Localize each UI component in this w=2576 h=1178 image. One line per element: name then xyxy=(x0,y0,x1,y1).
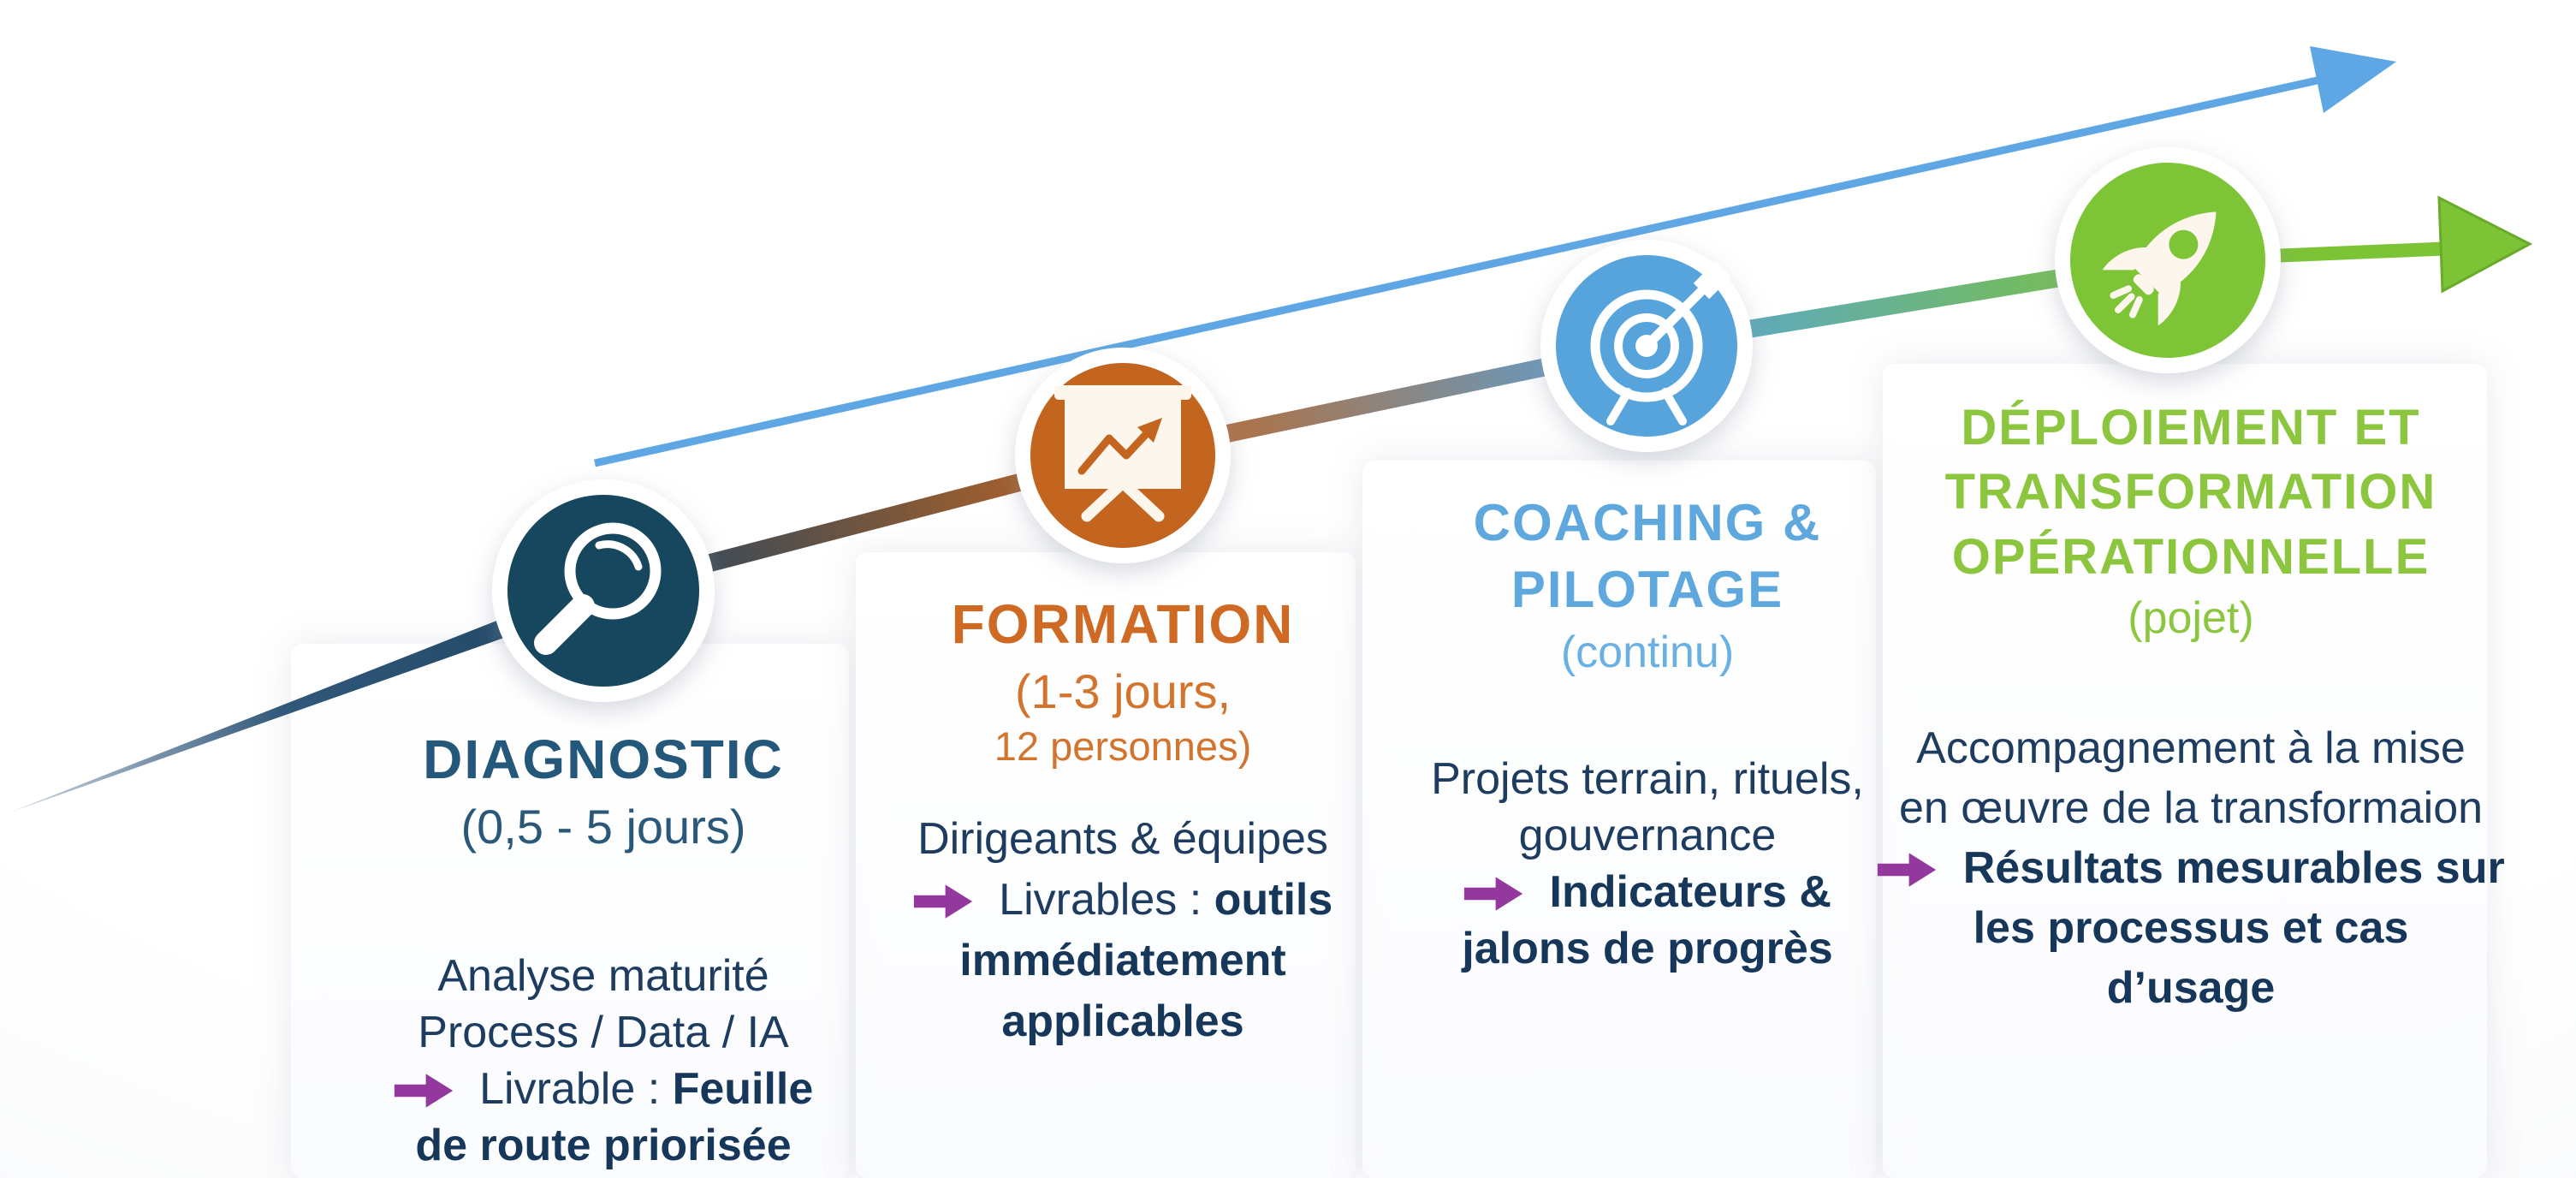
flipchart-icon xyxy=(1054,385,1191,522)
column-panel-deploiement xyxy=(1883,364,2487,1178)
body-text-bold: jalons de progrès xyxy=(1462,923,1833,973)
column-title: DIAGNOSTIC xyxy=(312,724,894,795)
column-title-line: COACHING & xyxy=(1473,494,1822,551)
main-line-tail xyxy=(12,579,603,812)
body-text: Accompagnement à la mise xyxy=(1916,723,2466,773)
body-line: Projets terrain, rituels, xyxy=(1356,751,1938,807)
body-text-bold: outils xyxy=(1214,875,1333,925)
column-title-line: OPÉRATIONNELLE xyxy=(1951,528,2431,585)
body-text-bold: de route priorisée xyxy=(415,1121,792,1171)
purple-arrow-icon xyxy=(1463,876,1523,911)
body-text: en œuvre de la transformaion xyxy=(1898,782,2484,833)
body-line: gouvernance xyxy=(1356,807,1938,864)
body-text: Livrable : xyxy=(479,1064,673,1115)
body-text-bold: Indicateurs & xyxy=(1549,866,1831,917)
body-text-bold: applicables xyxy=(1001,997,1244,1047)
body-text: Process / Data / IA xyxy=(418,1008,789,1058)
step-circle-coaching xyxy=(1540,240,1753,452)
column-title: FORMATION xyxy=(832,589,1414,660)
ascending-arrow-blue-icon xyxy=(592,46,2396,472)
body-text-bold: les processus et cas xyxy=(1973,902,2409,953)
body-text: Projets terrain, rituels, xyxy=(1431,753,1864,804)
body-line: en œuvre de la transformaion xyxy=(1857,778,2525,838)
magnifier-icon xyxy=(534,522,662,655)
step-circle-deploiement xyxy=(2055,147,2281,373)
body-line: Dirigeants & équipes xyxy=(832,809,1414,870)
column-subtitle: (1-3 jours, xyxy=(1014,664,1232,719)
step-circle-diagnostic xyxy=(492,479,715,702)
column-title-line: TRANSFORMATION xyxy=(1944,464,2437,521)
rocket-icon xyxy=(2102,211,2217,326)
body-line: les processus et cas xyxy=(1857,898,2525,958)
column-body: Projets terrain, rituels, gouvernance Ind… xyxy=(1356,751,1938,977)
body-line: Résultats mesurables sur xyxy=(1857,838,2525,898)
column-title: DÉPLOIEMENT ET TRANSFORMATION OPÉRATIONNEL… xyxy=(1857,396,2525,589)
column-deploiement: DÉPLOIEMENT ET TRANSFORMATION OPÉRATIONNEL… xyxy=(1857,396,2525,1018)
body-line: immédiatement xyxy=(832,931,1414,991)
body-line: jalons de progrès xyxy=(1356,920,1938,977)
column-title: COACHING & PILOTAGE xyxy=(1356,490,1938,623)
column-subtitle: (0,5 - 5 jours) xyxy=(460,800,746,854)
body-text: Dirigeants & équipes xyxy=(917,814,1328,865)
body-line: applicables xyxy=(832,991,1414,1052)
purple-arrow-icon xyxy=(913,884,972,919)
column-panel-diagnostic xyxy=(291,644,849,1178)
body-text: Livrables : xyxy=(999,875,1214,925)
column-title-line: PILOTAGE xyxy=(1511,561,1784,618)
body-text-bold: Résultats mesurables sur xyxy=(1962,842,2505,893)
body-line: Livrables : outils xyxy=(832,870,1414,931)
column-title-line: FORMATION xyxy=(951,593,1295,655)
column-title-line: DÉPLOIEMENT ET xyxy=(1961,400,2421,455)
column-title-line: DIAGNOSTIC xyxy=(423,729,784,790)
body-text-bold: immédiatement xyxy=(959,936,1286,986)
column-formation: FORMATION (1-3 jours, 12 personnes) Diri… xyxy=(832,589,1414,1052)
body-line: d’usage xyxy=(1857,958,2525,1018)
target-icon xyxy=(1590,260,1732,425)
body-line: Indicateurs & xyxy=(1356,864,1938,920)
column-subtitle: (continu) xyxy=(1560,628,1735,677)
body-text: gouvernance xyxy=(1518,810,1777,860)
column-coaching-pilotage: COACHING & PILOTAGE (continu) Projets ter… xyxy=(1356,490,1938,977)
body-line: Analyse maturité xyxy=(312,948,894,1004)
column-body: Accompagnement à la mise en œuvre de la t… xyxy=(1857,718,2525,1018)
body-text-bold: d’usage xyxy=(2106,962,2276,1013)
body-text-bold: Feuille xyxy=(672,1064,814,1115)
step-circle-formation xyxy=(1015,348,1231,563)
body-line: de route priorisée xyxy=(312,1117,894,1174)
body-text: Analyse maturité xyxy=(437,951,769,1002)
body-line: Livrable : Feuille xyxy=(312,1061,894,1117)
column-subtitle-2: 12 personnes) xyxy=(994,723,1252,770)
column-subtitle: (pojet) xyxy=(2128,593,2254,644)
purple-arrow-icon xyxy=(394,1074,453,1108)
column-panel-formation xyxy=(856,552,1356,1178)
body-line: Accompagnement à la mise xyxy=(1857,718,2525,778)
column-panel-coaching xyxy=(1362,461,1876,1178)
column-diagnostic: DIAGNOSTIC (0,5 - 5 jours) Analyse matur… xyxy=(312,724,894,1174)
purple-arrow-icon xyxy=(1878,853,1937,887)
body-line: Process / Data / IA xyxy=(312,1004,894,1061)
